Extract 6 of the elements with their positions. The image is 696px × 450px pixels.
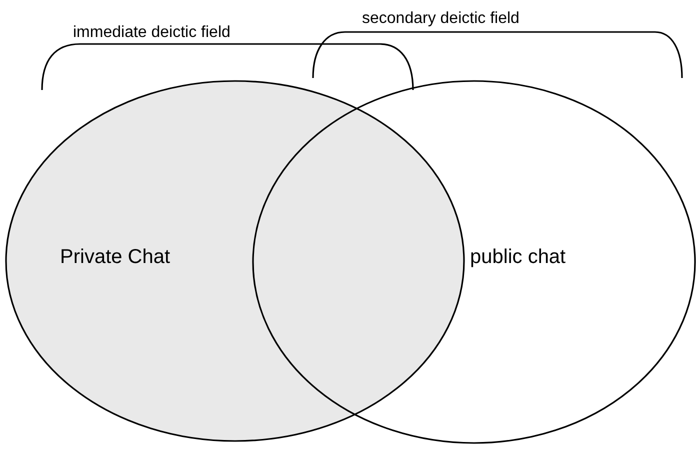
venn-ellipse — [5, 80, 465, 442]
venn-ellipse — [252, 80, 696, 444]
bracket-label: secondary deictic field — [362, 10, 520, 28]
bracket-label: immediate deictic field — [73, 24, 230, 42]
set-label: public chat — [470, 246, 566, 269]
set-label: Private Chat — [60, 246, 170, 269]
